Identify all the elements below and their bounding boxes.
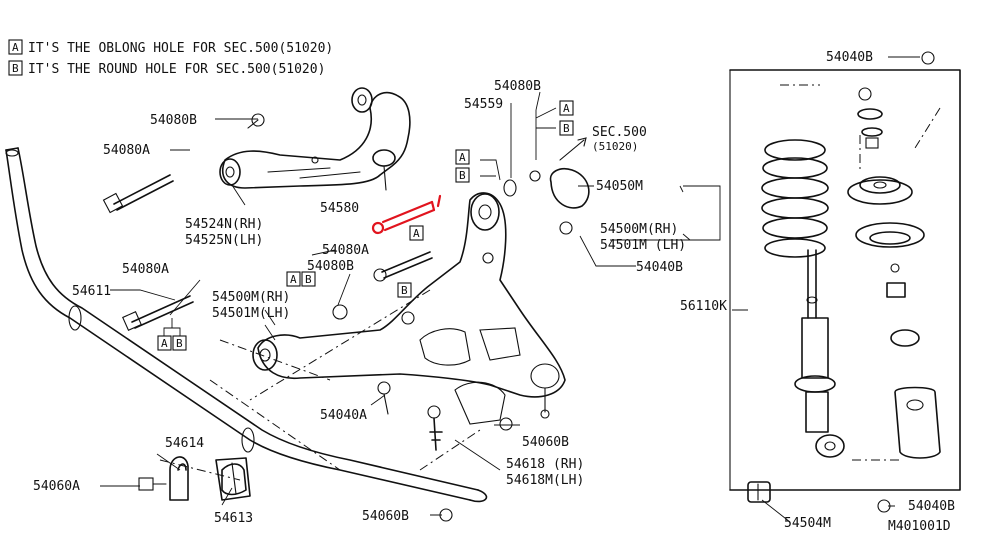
upper-arm-bolt	[102, 174, 174, 214]
label-54060A: 54060A	[33, 479, 80, 494]
label-54614: 54614	[165, 436, 204, 451]
tag-b: B	[176, 337, 183, 350]
label-54080B-upper: 54080B	[150, 113, 197, 128]
label-54501M-lh-left: 54501M(LH)	[212, 306, 290, 321]
coil-spring	[761, 139, 829, 258]
stabilizer-clamp	[169, 456, 251, 501]
label-54524-rh: 54524N(RH)	[185, 217, 263, 232]
label-54504M: 54504M	[784, 516, 831, 531]
strut-mount-stack	[847, 87, 941, 459]
label-54080A-left: 54080A	[122, 262, 169, 277]
clamp-bolt	[138, 477, 167, 491]
tag-a: A	[563, 102, 570, 115]
tag-b: B	[401, 284, 408, 297]
tag-single-b: B	[397, 282, 412, 298]
lower-arm-bolt-right	[373, 251, 433, 282]
label-54040A: 54040A	[320, 408, 367, 423]
label-54500M-rh-right: 54500M(RH)	[600, 222, 678, 237]
label-54040B-mid: 54040B	[636, 260, 683, 275]
tag-a: A	[413, 227, 420, 240]
stabilizer-link	[377, 381, 513, 522]
note-b-tag: B	[12, 62, 19, 75]
note-b-text: IT'S THE ROUND HOLE FOR SEC.500(51020)	[28, 62, 325, 77]
strut-nuts	[877, 51, 935, 513]
tag-group-mid: A B	[286, 271, 316, 287]
label-54050M: 54050M	[596, 179, 643, 194]
label-54618-rh: 54618 (RH)	[506, 457, 584, 472]
bump-bracket	[503, 167, 590, 235]
strut-frame	[729, 69, 961, 491]
note-a-tag: A	[12, 41, 19, 54]
label-54040B-bottom: 54040B	[908, 499, 955, 514]
label-54559: 54559	[464, 97, 503, 112]
lower-control-arm	[252, 192, 566, 425]
tag-group-right: A B A B	[455, 100, 574, 183]
label-54500M-rh-left: 54500M(RH)	[212, 290, 290, 305]
label-56110K: 56110K	[680, 299, 727, 314]
leader-lines	[100, 56, 920, 523]
tag-a: A	[161, 337, 168, 350]
upper-arm-nut	[247, 113, 265, 129]
tag-b: B	[305, 273, 312, 286]
tag-single-a: A	[409, 225, 424, 241]
tag-a: A	[290, 273, 297, 286]
label-54618M-lh: 54618M(LH)	[506, 473, 584, 488]
label-54040B-top: 54040B	[826, 50, 873, 65]
strut-bushing	[747, 481, 771, 503]
tag-b: B	[563, 122, 570, 135]
sec-ref-arrow	[559, 137, 587, 161]
label-54501M-lh-right: 54501M (LH)	[600, 238, 686, 253]
tag-a: A	[459, 151, 466, 164]
label-54080B-left: 54080B	[307, 259, 354, 274]
label-54580: 54580	[320, 201, 359, 216]
note-a-text: IT'S THE OBLONG HOLE FOR SEC.500(51020)	[28, 41, 333, 56]
stabilizer-bar	[5, 147, 488, 503]
tag-group-lower-left: A B	[157, 318, 187, 351]
label-54060B-bottom: 54060B	[362, 509, 409, 524]
phantom-lines-left	[159, 289, 481, 481]
tag-b: B	[459, 169, 466, 182]
lower-arm-nut-left	[332, 304, 348, 320]
label-54080B-mid: 54080B	[494, 79, 541, 94]
label-54060B-right: 54060B	[522, 435, 569, 450]
upper-control-arm	[219, 87, 411, 191]
label-54611: 54611	[72, 284, 111, 299]
lower-arm-bolt-left	[122, 295, 194, 331]
shock-absorber	[794, 249, 845, 458]
note-b: B IT'S THE ROUND HOLE FOR SEC.500(51020)	[8, 60, 325, 77]
label-54613: 54613	[214, 511, 253, 526]
drawing-id: M401001D	[888, 519, 951, 534]
sec-ref-line2: (51020)	[592, 140, 638, 153]
strut-dashed	[780, 84, 941, 461]
sec-ref-line1: SEC.500	[592, 125, 647, 140]
label-54080A-mid: 54080A	[322, 243, 369, 258]
label-54080A-top: 54080A	[103, 143, 150, 158]
label-54525-lh: 54525N(LH)	[185, 233, 263, 248]
camber-bolt-highlighted	[371, 194, 442, 235]
note-a: A IT'S THE OBLONG HOLE FOR SEC.500(51020…	[8, 39, 333, 56]
